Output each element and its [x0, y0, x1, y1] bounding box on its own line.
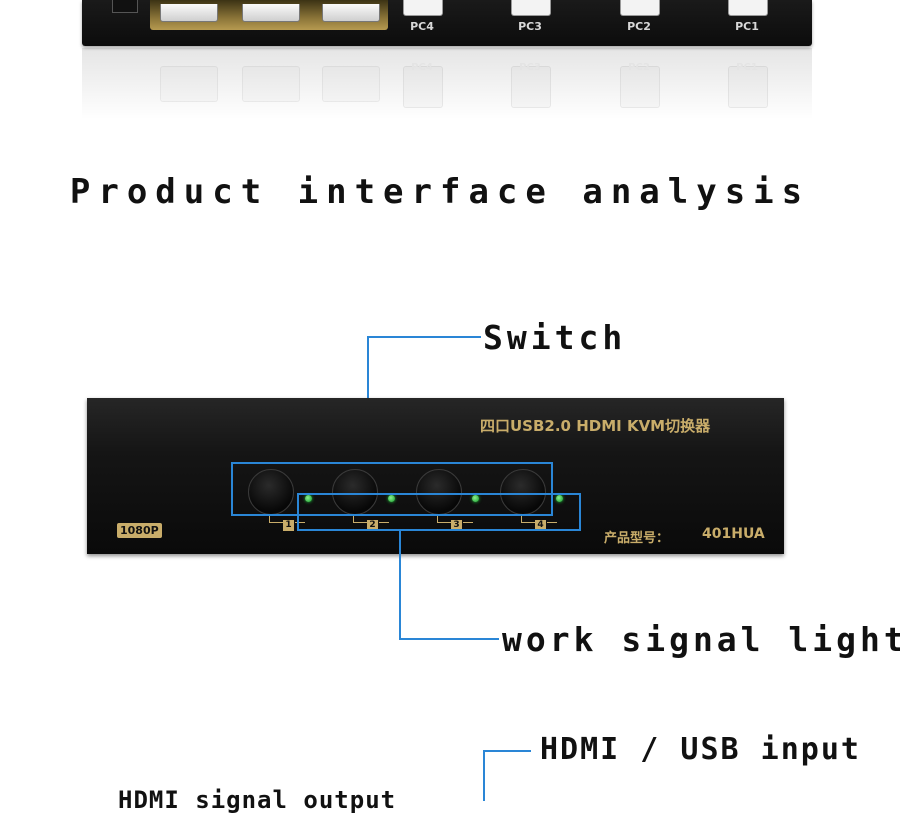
signal-light-highlight-box [297, 493, 581, 531]
leader-line-light-v [399, 531, 401, 639]
reflection-label-pc3: PC3 [519, 62, 541, 73]
port-number-4: 4 [535, 520, 546, 531]
port-mark [269, 514, 284, 523]
port-mark [521, 514, 536, 523]
port-mark [353, 514, 368, 523]
port-number-1: 1 [283, 520, 294, 531]
signal-led-2-icon [388, 495, 395, 502]
usb-b-port-icon [403, 0, 443, 16]
device-title: 四口USB2.0 HDMI KVM切换器 [480, 417, 711, 435]
reflection-label-pc4: PC4 [411, 62, 433, 73]
power-port-icon [112, 0, 138, 13]
reflection-ghost [511, 66, 551, 108]
reflection-label-pc1: PC1 [736, 62, 758, 73]
rear-panel-reflection [82, 48, 812, 120]
callout-hdmi-signal-output: HDMI signal output [118, 786, 397, 814]
model-label: 产品型号： [604, 531, 670, 546]
reflection-ghost [728, 66, 768, 108]
port-label-pc4: PC4 [410, 20, 434, 33]
leader-line-light-h [399, 638, 499, 640]
callout-work-signal-light: work signal light [502, 620, 900, 659]
usb-a-port-icon [242, 4, 300, 22]
usb-b-port-icon [728, 0, 768, 16]
model-value: 401HUA [702, 526, 765, 542]
switch-highlight-box [231, 462, 553, 516]
usb-a-port-icon [160, 4, 218, 22]
reflection-label-pc2: PC2 [628, 62, 650, 73]
usb-a-port-icon [322, 4, 380, 22]
signal-led-4-icon [556, 495, 563, 502]
reflection-ghost [322, 66, 380, 102]
leader-line-input-v [483, 750, 485, 801]
port-label-pc3: PC3 [518, 20, 542, 33]
port-label-pc1: PC1 [735, 20, 759, 33]
port-number-2: 2 [367, 520, 378, 531]
reflection-ghost [242, 66, 300, 102]
usb-b-port-icon [620, 0, 660, 16]
switch-button-2-icon [332, 469, 378, 515]
callout-switch: Switch [483, 318, 627, 357]
port-mark-tail [379, 522, 389, 523]
port-mark-tail [547, 522, 557, 523]
signal-led-3-icon [472, 495, 479, 502]
resolution-badge: 1080P [117, 523, 162, 538]
leader-line-input-h [483, 750, 531, 752]
reflection-ghost [403, 66, 443, 108]
port-label-pc2: PC2 [627, 20, 651, 33]
reflection-ghost [160, 66, 218, 102]
port-mark-tail [295, 522, 305, 523]
usb-b-port-icon [511, 0, 551, 16]
port-mark-tail [463, 522, 473, 523]
callout-hdmi-usb-input: HDMI / USB input [540, 732, 861, 767]
signal-led-1-icon [305, 495, 312, 502]
leader-line-switch-h [367, 336, 481, 338]
switch-button-4-icon [500, 469, 546, 515]
port-number-3: 3 [451, 520, 462, 531]
reflection-ghost [620, 66, 660, 108]
port-mark [437, 514, 452, 523]
section-heading: Product interface analysis [69, 172, 811, 212]
